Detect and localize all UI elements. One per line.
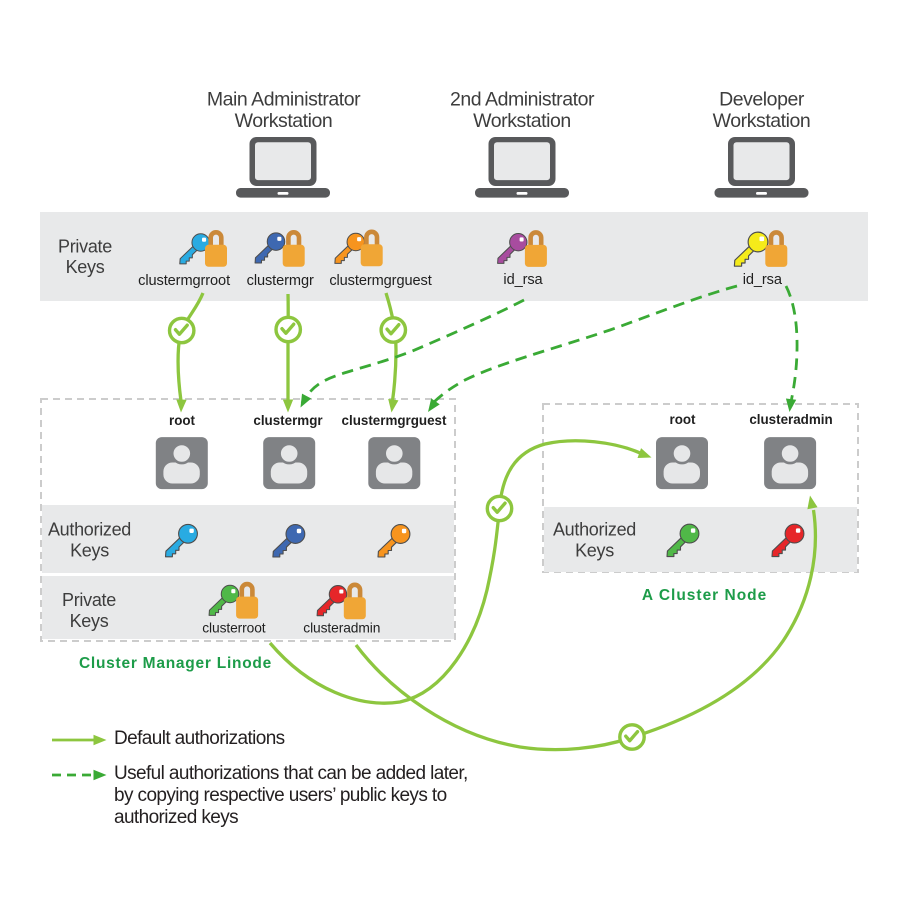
svg-text:Useful authorizations that can: Useful authorizations that can be added …: [114, 763, 468, 784]
svg-text:by copying respective users’ p: by copying respective users’ public keys…: [114, 785, 447, 806]
svg-text:authorized keys: authorized keys: [114, 807, 238, 828]
svg-text:Workstation: Workstation: [473, 110, 571, 132]
svg-text:Workstation: Workstation: [235, 110, 333, 132]
svg-text:clusterroot: clusterroot: [202, 621, 266, 636]
svg-text:Authorized: Authorized: [48, 520, 131, 540]
svg-text:id_rsa: id_rsa: [743, 272, 783, 288]
svg-text:Main Administrator: Main Administrator: [207, 89, 361, 111]
svg-text:Private: Private: [58, 237, 112, 257]
svg-text:clustermgr: clustermgr: [247, 273, 314, 289]
svg-text:clusteradmin: clusteradmin: [749, 412, 832, 427]
svg-text:Cluster Manager Linode: Cluster Manager Linode: [79, 655, 272, 672]
svg-text:Workstation: Workstation: [713, 110, 811, 132]
svg-text:Keys: Keys: [575, 541, 614, 561]
svg-text:root: root: [669, 412, 696, 427]
svg-text:A Cluster Node: A Cluster Node: [642, 587, 767, 604]
svg-text:id_rsa: id_rsa: [503, 272, 543, 288]
svg-text:Private: Private: [62, 590, 116, 610]
svg-text:clusteradmin: clusteradmin: [303, 621, 380, 636]
svg-text:root: root: [169, 413, 196, 428]
svg-text:2nd Administrator: 2nd Administrator: [450, 89, 595, 111]
svg-text:Keys: Keys: [66, 257, 105, 277]
svg-text:clustermgrroot: clustermgrroot: [138, 273, 230, 289]
svg-text:clustermgrguest: clustermgrguest: [342, 413, 447, 428]
svg-text:clustermgrguest: clustermgrguest: [329, 273, 431, 289]
svg-text:Keys: Keys: [70, 611, 109, 631]
svg-text:clustermgr: clustermgr: [253, 413, 323, 428]
svg-text:Developer: Developer: [719, 89, 805, 111]
svg-text:Default authorizations: Default authorizations: [114, 728, 285, 749]
svg-text:Keys: Keys: [70, 541, 109, 561]
svg-text:Authorized: Authorized: [553, 520, 636, 540]
